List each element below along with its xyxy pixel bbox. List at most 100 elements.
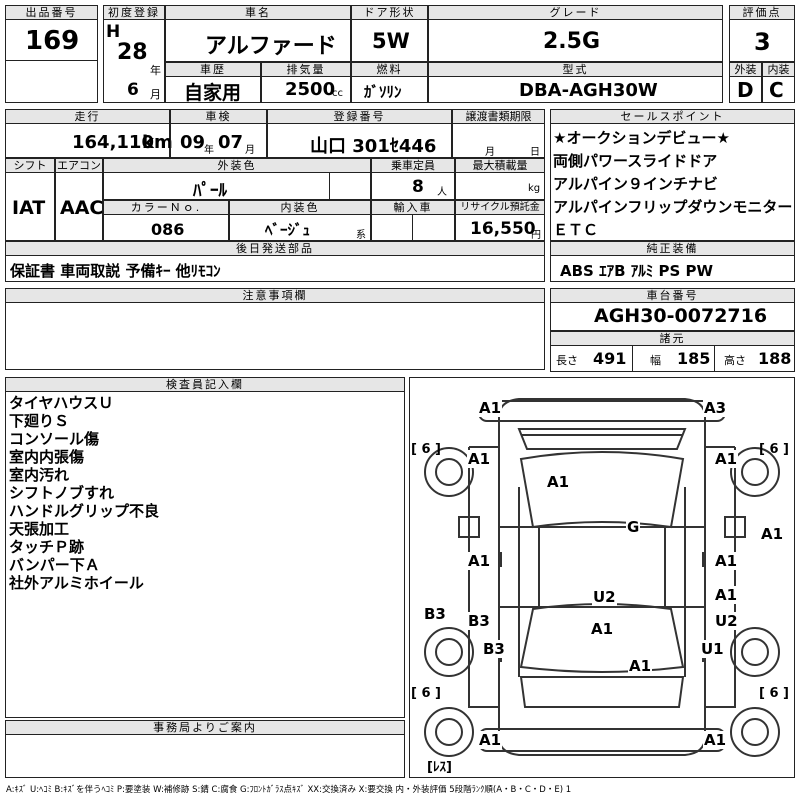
capacity-box (371, 172, 455, 200)
lot-number: 169 (25, 26, 80, 56)
inspector-box (5, 391, 405, 718)
chassis-label: 車台番号 (550, 288, 795, 303)
damage-mark: U1 (700, 640, 725, 658)
inspector-item: 下廻りＳ (9, 412, 70, 430)
aircon-label: エアコン (55, 158, 103, 173)
damage-mark: A1 (714, 450, 739, 468)
exterior-color-value: ﾊﾟｰﾙ (193, 181, 227, 201)
inspector-item: 社外アルミホイール (9, 574, 144, 592)
sales-point-box (550, 123, 795, 241)
chassis-value: AGH30-0072716 (594, 305, 768, 327)
shift-label: シフト (5, 158, 55, 173)
plate-value: 山口 301ｾ446 (310, 136, 437, 157)
grade-label: グレード (428, 5, 723, 20)
car-name-label: 車名 (165, 5, 351, 20)
grade-box (428, 19, 723, 62)
exterior-color-box (103, 172, 371, 200)
fuel-label: 燃料 (351, 62, 428, 77)
office-label: 事務局よりご案内 (5, 720, 405, 735)
inspector-item: 室内汚れ (9, 466, 70, 484)
later-parts-label: 後日発送部品 (5, 241, 545, 256)
later-parts-box (5, 255, 545, 282)
tire-label-rl: [ 6 ] (411, 686, 441, 701)
door-value: 5W (372, 29, 410, 53)
displacement-value: 2500 (285, 79, 336, 100)
sales-point-item: ★オークションデビュー★ (553, 129, 730, 147)
ext-score-box (729, 76, 762, 103)
inspection-month: 07 (218, 132, 244, 153)
specs-height-label: 高さ (724, 354, 746, 367)
specs-box (550, 345, 795, 372)
inspector-item: バンパー下Ａ (9, 556, 100, 574)
aircon-box (55, 172, 103, 241)
transfer-label: 譲渡書類期限 (452, 109, 545, 124)
damage-mark: B3 (482, 640, 506, 658)
first-reg-era: H (106, 22, 121, 42)
displacement-label: 排気量 (261, 62, 351, 77)
int-score-box (762, 76, 795, 103)
history-value: 自家用 (184, 82, 242, 104)
transfer-box (452, 123, 545, 158)
import-box (371, 214, 455, 241)
damage-mark: B3 (423, 605, 447, 623)
damage-mark: G (626, 518, 641, 536)
shift-value: IAT (12, 197, 46, 219)
inspector-list: タイヤハウスＵ 下廻りＳ コンソール傷 室内内張傷 室内汚れ シフトノブすれ ハ… (9, 394, 159, 592)
specs-width: 185 (677, 349, 711, 368)
history-box (165, 76, 261, 103)
inspector-item: 天張加工 (9, 520, 70, 538)
score-value: 3 (754, 28, 771, 56)
office-box (5, 734, 405, 778)
lot-box (5, 19, 98, 103)
equipment-box (550, 255, 795, 282)
recycle-value: 16,550 (470, 219, 536, 239)
ext-score-label: 外装 (729, 62, 762, 77)
sales-point-label: セールスポイント (550, 109, 795, 124)
mileage-value: 164,110 (72, 132, 154, 153)
specs-length-label: 長さ (556, 354, 578, 367)
legend: A:ｷｽﾞ U:ﾍｺﾐ B:ｷｽﾞを伴うﾍｺﾐ P:要塗装 W:補修跡 S:錆 … (6, 785, 572, 795)
inspector-label: 検査員記入欄 (5, 377, 405, 392)
damage-mark: U2 (592, 588, 617, 606)
model-value: DBA-AGH30W (519, 80, 658, 101)
tire-label-fr: [ 6 ] (759, 442, 789, 457)
displacement-box (261, 76, 351, 103)
car-diagram: [ 6 ] [ 6 ] [ 6 ] [ 6 ] [ﾚｽ] (411, 398, 789, 775)
max-load-label: 最大積載量 (455, 158, 545, 173)
recycle-unit: 円 (531, 230, 541, 241)
inspector-item: タッチＰ跡 (9, 538, 85, 556)
fuel-value: ｶﾞｿﾘﾝ (364, 83, 402, 101)
shift-box (5, 172, 55, 241)
tire-label-rr: [ 6 ] (759, 686, 789, 701)
first-reg-label: 初度登録 (103, 5, 165, 20)
inspector-item: タイヤハウスＵ (9, 394, 114, 412)
aircon-value: AAC (60, 197, 104, 219)
score-box (729, 19, 795, 62)
notes-label: 注意事項欄 (5, 288, 545, 303)
interior-color-value: ﾍﾞｰｼﾞｭ (265, 221, 311, 239)
damage-mark: A1 (590, 620, 615, 638)
color-no-label: カラーＮｏ. (103, 200, 229, 215)
int-score-value: C (769, 78, 784, 102)
damage-mark: A1 (703, 731, 728, 749)
specs-label: 諸元 (550, 331, 795, 346)
door-box (351, 19, 428, 62)
inspection-year-unit: 年 (204, 145, 214, 156)
interior-color-label: 内装色 (229, 200, 371, 215)
sales-point-item: 両側パワースライドドア (553, 152, 718, 170)
damage-mark: A1 (478, 731, 503, 749)
max-load-box (455, 172, 545, 200)
later-parts-value: 保証書 車両取説 予備ｷｰ 他ﾘﾓｺﾝ (10, 262, 221, 280)
door-label: ドア形状 (351, 5, 428, 20)
spare-label: [ﾚｽ] (427, 760, 452, 775)
damage-mark: A1 (628, 657, 653, 675)
model-box (428, 76, 723, 103)
inspection-year: 09 (180, 132, 206, 153)
transfer-month-unit: 月 (485, 147, 495, 158)
lot-label: 出品番号 (5, 5, 98, 20)
ext-score-value: D (737, 78, 754, 102)
inspector-item: ハンドルグリップ不良 (9, 502, 160, 520)
mileage-unit: km (142, 132, 173, 153)
history-label: 車歴 (165, 62, 261, 77)
score-label: 評価点 (729, 5, 795, 20)
